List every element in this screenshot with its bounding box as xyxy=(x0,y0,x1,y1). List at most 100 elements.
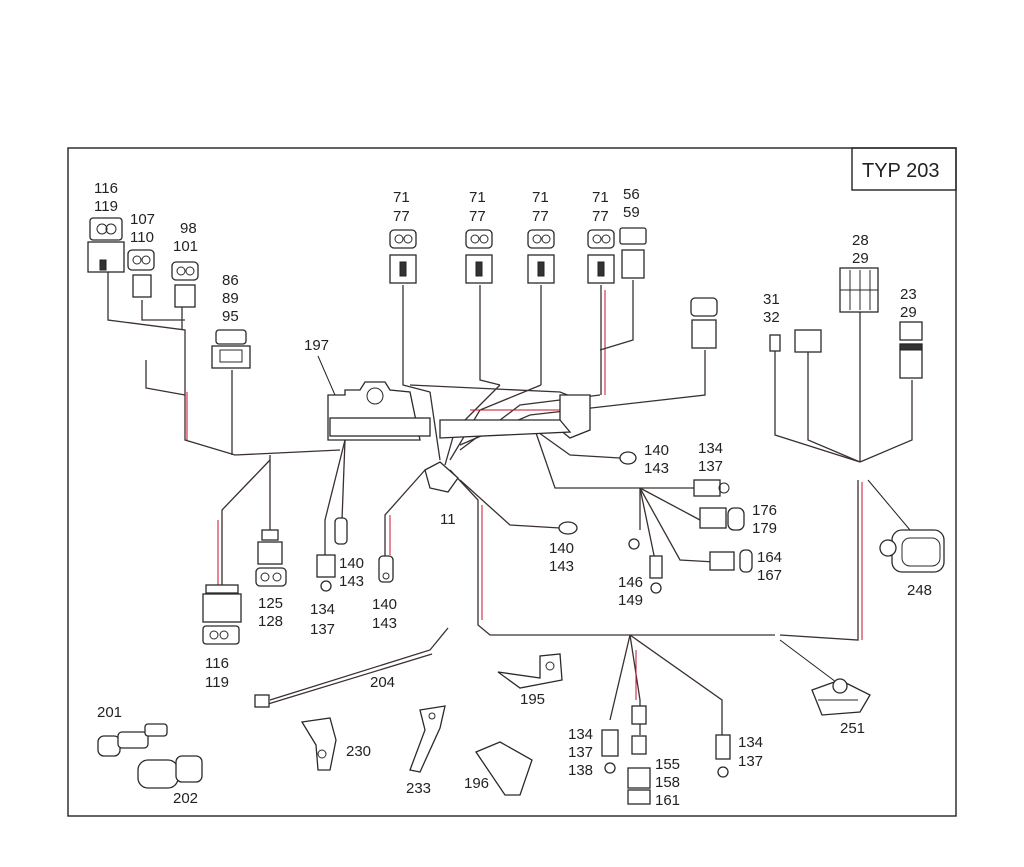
label-155-158-161-3: 161 xyxy=(655,792,680,809)
connector-176-179 xyxy=(699,507,745,531)
bracket-230 xyxy=(300,717,337,771)
label-134-137-138-2: 137 xyxy=(568,744,593,761)
label-164-167-2: 167 xyxy=(757,567,782,584)
connector-125-128 xyxy=(255,529,287,587)
label-146-149-1: 146 xyxy=(618,574,643,591)
label-202: 202 xyxy=(173,790,198,807)
bracket-196 xyxy=(475,741,533,796)
label-inj4-1: 71 xyxy=(592,189,609,206)
label-201: 201 xyxy=(97,704,122,721)
label-134-137-c-1: 134 xyxy=(738,734,763,751)
label-134-137-138-1: 134 xyxy=(568,726,593,743)
connector-28-29 xyxy=(839,267,879,313)
label-28-29-2: 29 xyxy=(852,250,869,267)
label-116-119-bottom-2: 119 xyxy=(205,674,229,691)
label-56-59-2: 59 xyxy=(623,204,640,221)
label-inj1-2: 77 xyxy=(393,208,410,225)
ring-terminal-140-143-a xyxy=(619,451,637,465)
connector-98-101 xyxy=(171,261,199,308)
label-inj4-2: 77 xyxy=(592,208,609,225)
label-196: 196 xyxy=(464,775,489,792)
label-134-137-b-1: 134 xyxy=(310,601,335,618)
ring-terminal-140-143-d xyxy=(378,555,394,583)
label-134-137-b-2: 137 xyxy=(310,621,335,638)
label-134-137-a-2: 137 xyxy=(698,458,723,475)
label-251: 251 xyxy=(840,720,865,737)
label-inj3-2: 77 xyxy=(532,208,549,225)
label-86-89-95-1: 86 xyxy=(222,272,239,289)
cable-204 xyxy=(254,627,449,708)
label-86-89-95-2: 89 xyxy=(222,290,239,307)
label-140-143-c-2: 143 xyxy=(339,573,364,590)
label-140-143-b-2: 143 xyxy=(549,558,574,575)
label-116-119-top-1: 116 xyxy=(94,180,118,197)
connector-155-158-161 xyxy=(627,705,651,805)
label-116-119-bottom-1: 116 xyxy=(205,655,229,672)
label-28-29-1: 28 xyxy=(852,232,869,249)
label-140-143-b-1: 140 xyxy=(549,540,574,557)
label-195: 195 xyxy=(520,691,545,708)
type-badge: TYP 203 xyxy=(851,147,957,191)
label-125-128-1: 125 xyxy=(258,595,283,612)
ring-terminal-140-143-b xyxy=(558,521,578,535)
label-230: 230 xyxy=(346,743,371,760)
type-badge-label: TYP 203 xyxy=(862,160,939,182)
label-56-59-1: 56 xyxy=(623,186,640,203)
harness-wires xyxy=(107,270,913,735)
label-155-158-161-2: 158 xyxy=(655,774,680,791)
label-140-143-a-1: 140 xyxy=(644,442,669,459)
label-98-101-1: 98 xyxy=(180,220,197,237)
label-inj1-1: 71 xyxy=(393,189,410,206)
diagram-frame xyxy=(67,147,957,817)
label-134-137-a-1: 134 xyxy=(698,440,723,457)
bracket-233 xyxy=(409,705,446,773)
grommet-251 xyxy=(779,639,871,716)
connector-107-110 xyxy=(127,249,155,298)
label-140-143-c-1: 140 xyxy=(339,555,364,572)
label-164-167-1: 164 xyxy=(757,549,782,566)
label-134-137-c-2: 137 xyxy=(738,753,763,770)
injector-connector-3 xyxy=(527,229,555,284)
label-146-149-2: 149 xyxy=(618,592,643,609)
injector-connector-1 xyxy=(389,229,417,284)
label-inj2-2: 77 xyxy=(469,208,486,225)
label-155-158-161-1: 155 xyxy=(655,756,680,773)
label-107-110-2: 110 xyxy=(130,229,154,246)
label-inj3-1: 71 xyxy=(532,189,549,206)
plug-202 xyxy=(137,755,203,789)
label-197: 197 xyxy=(304,337,329,354)
injector-connector-4 xyxy=(587,229,615,284)
label-116-119-top-2: 119 xyxy=(94,198,118,215)
junction-11 xyxy=(424,461,459,493)
label-inj2-1: 71 xyxy=(469,189,486,206)
bracket-195 xyxy=(497,653,563,689)
connector-164-167 xyxy=(709,549,753,573)
label-248: 248 xyxy=(907,582,932,599)
label-23-29-2: 29 xyxy=(900,304,917,321)
label-140-143-d-2: 143 xyxy=(372,615,397,632)
connector-86-89-95 xyxy=(211,329,251,369)
label-11: 11 xyxy=(440,511,456,528)
label-31-32-1: 31 xyxy=(763,291,780,308)
label-140-143-a-2: 143 xyxy=(644,460,669,477)
connector-134-137-138 xyxy=(601,729,619,774)
label-204: 204 xyxy=(370,674,395,691)
label-98-101-2: 101 xyxy=(173,238,198,255)
part-number-labels: 116 119 107 110 98 101 86 89 95 197 71 7… xyxy=(94,180,932,809)
label-107-110-1: 107 xyxy=(130,211,155,228)
label-233: 233 xyxy=(406,780,431,797)
connector-134-137-b xyxy=(316,517,348,592)
leader-197 xyxy=(317,355,336,396)
connector-116-119-bottom xyxy=(202,584,242,645)
label-176-179-1: 176 xyxy=(752,502,777,519)
connector-134-137-a xyxy=(693,479,730,497)
connector-31-32 xyxy=(769,329,822,353)
module-197 xyxy=(327,381,591,441)
connector-23-29 xyxy=(899,321,923,379)
label-31-32-2: 32 xyxy=(763,309,780,326)
connector-right-upper xyxy=(690,297,718,349)
label-125-128-2: 128 xyxy=(258,613,283,630)
label-134-137-138-3: 138 xyxy=(568,762,593,779)
injector-connector-2 xyxy=(465,229,493,284)
